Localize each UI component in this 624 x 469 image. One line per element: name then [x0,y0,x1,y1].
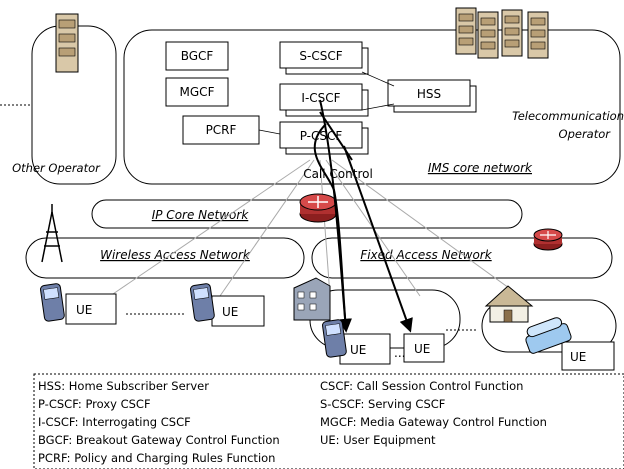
scscf-label: S-CSCF [299,49,342,63]
router-icon [299,193,337,223]
pcscf-label: P-CSCF [300,129,343,143]
pcscf-node [279,121,363,149]
pcrf-label: PCRF [206,123,237,137]
legend-item: HSS: Home Subscriber Server [38,379,209,393]
legend-item: BGCF: Breakout Gateway Control Function [38,433,280,447]
wireless-access-label: Wireless Access Network [100,248,251,262]
ip-core-label: IP Core Network [152,208,250,222]
telecom-operator-boundary [123,29,621,185]
ue-box [403,333,445,363]
ue-box [339,333,391,365]
access-links [109,159,521,297]
legend-item: S-CSCF: Serving CSCF [320,397,445,411]
mgcf-label: MGCF [180,85,215,99]
legend-item: MGCF: Media Gateway Control Function [320,415,547,429]
legend-item: PCRF: Policy and Charging Rules Function [38,451,275,465]
legend-item: I-CSCF: Interrogating CSCF [38,415,191,429]
legend-item: UE: User Equipment [320,433,436,447]
hss-node [387,79,471,107]
bgcf-label: BGCF [181,49,214,63]
legend-item: P-CSCF: Proxy CSCF [38,397,151,411]
call-control-path-2 [313,123,347,331]
ue-box [65,293,117,325]
bgcf-node [165,41,229,71]
telecom-operator-label: Telecommunication [512,109,624,123]
desk-phone-icon [525,317,572,354]
mobile-phone-icon [190,283,215,322]
mgcf-node [165,77,229,107]
antenna-tower-icon [41,204,63,263]
router-icon [533,228,563,251]
ue-label: UE [222,305,238,319]
ue-ellipsis: ... [394,346,405,360]
building-icon [293,277,331,321]
legend-box [33,373,624,469]
mobile-phone-icon [322,319,347,358]
scscf-node [279,41,363,69]
legend-item: CSCF: Call Session Control Function [320,379,523,393]
server-cluster-icon [455,7,549,59]
ue-box [211,295,265,327]
ims-core-label: IMS core network [428,161,533,175]
call-control-path-3 [343,145,413,333]
icscf-label: I-CSCF [301,91,340,105]
hss-label: HSS [417,87,441,101]
ue-label: UE [76,303,92,317]
ue-label: UE [570,350,586,364]
telecom-operator-label-2: Operator [559,127,612,141]
fixed-access-label: Fixed Access Network [360,248,492,262]
ue-box [561,341,615,371]
house-icon [484,285,534,323]
ue-label: UE [414,342,430,356]
other-operator-label: Other Operator [12,161,101,175]
ue-label: UE [350,343,366,357]
call-control-label: Call Control [303,167,373,181]
pcrf-node [182,115,260,145]
mobile-phone-icon [40,283,65,322]
server-icon [55,13,79,73]
